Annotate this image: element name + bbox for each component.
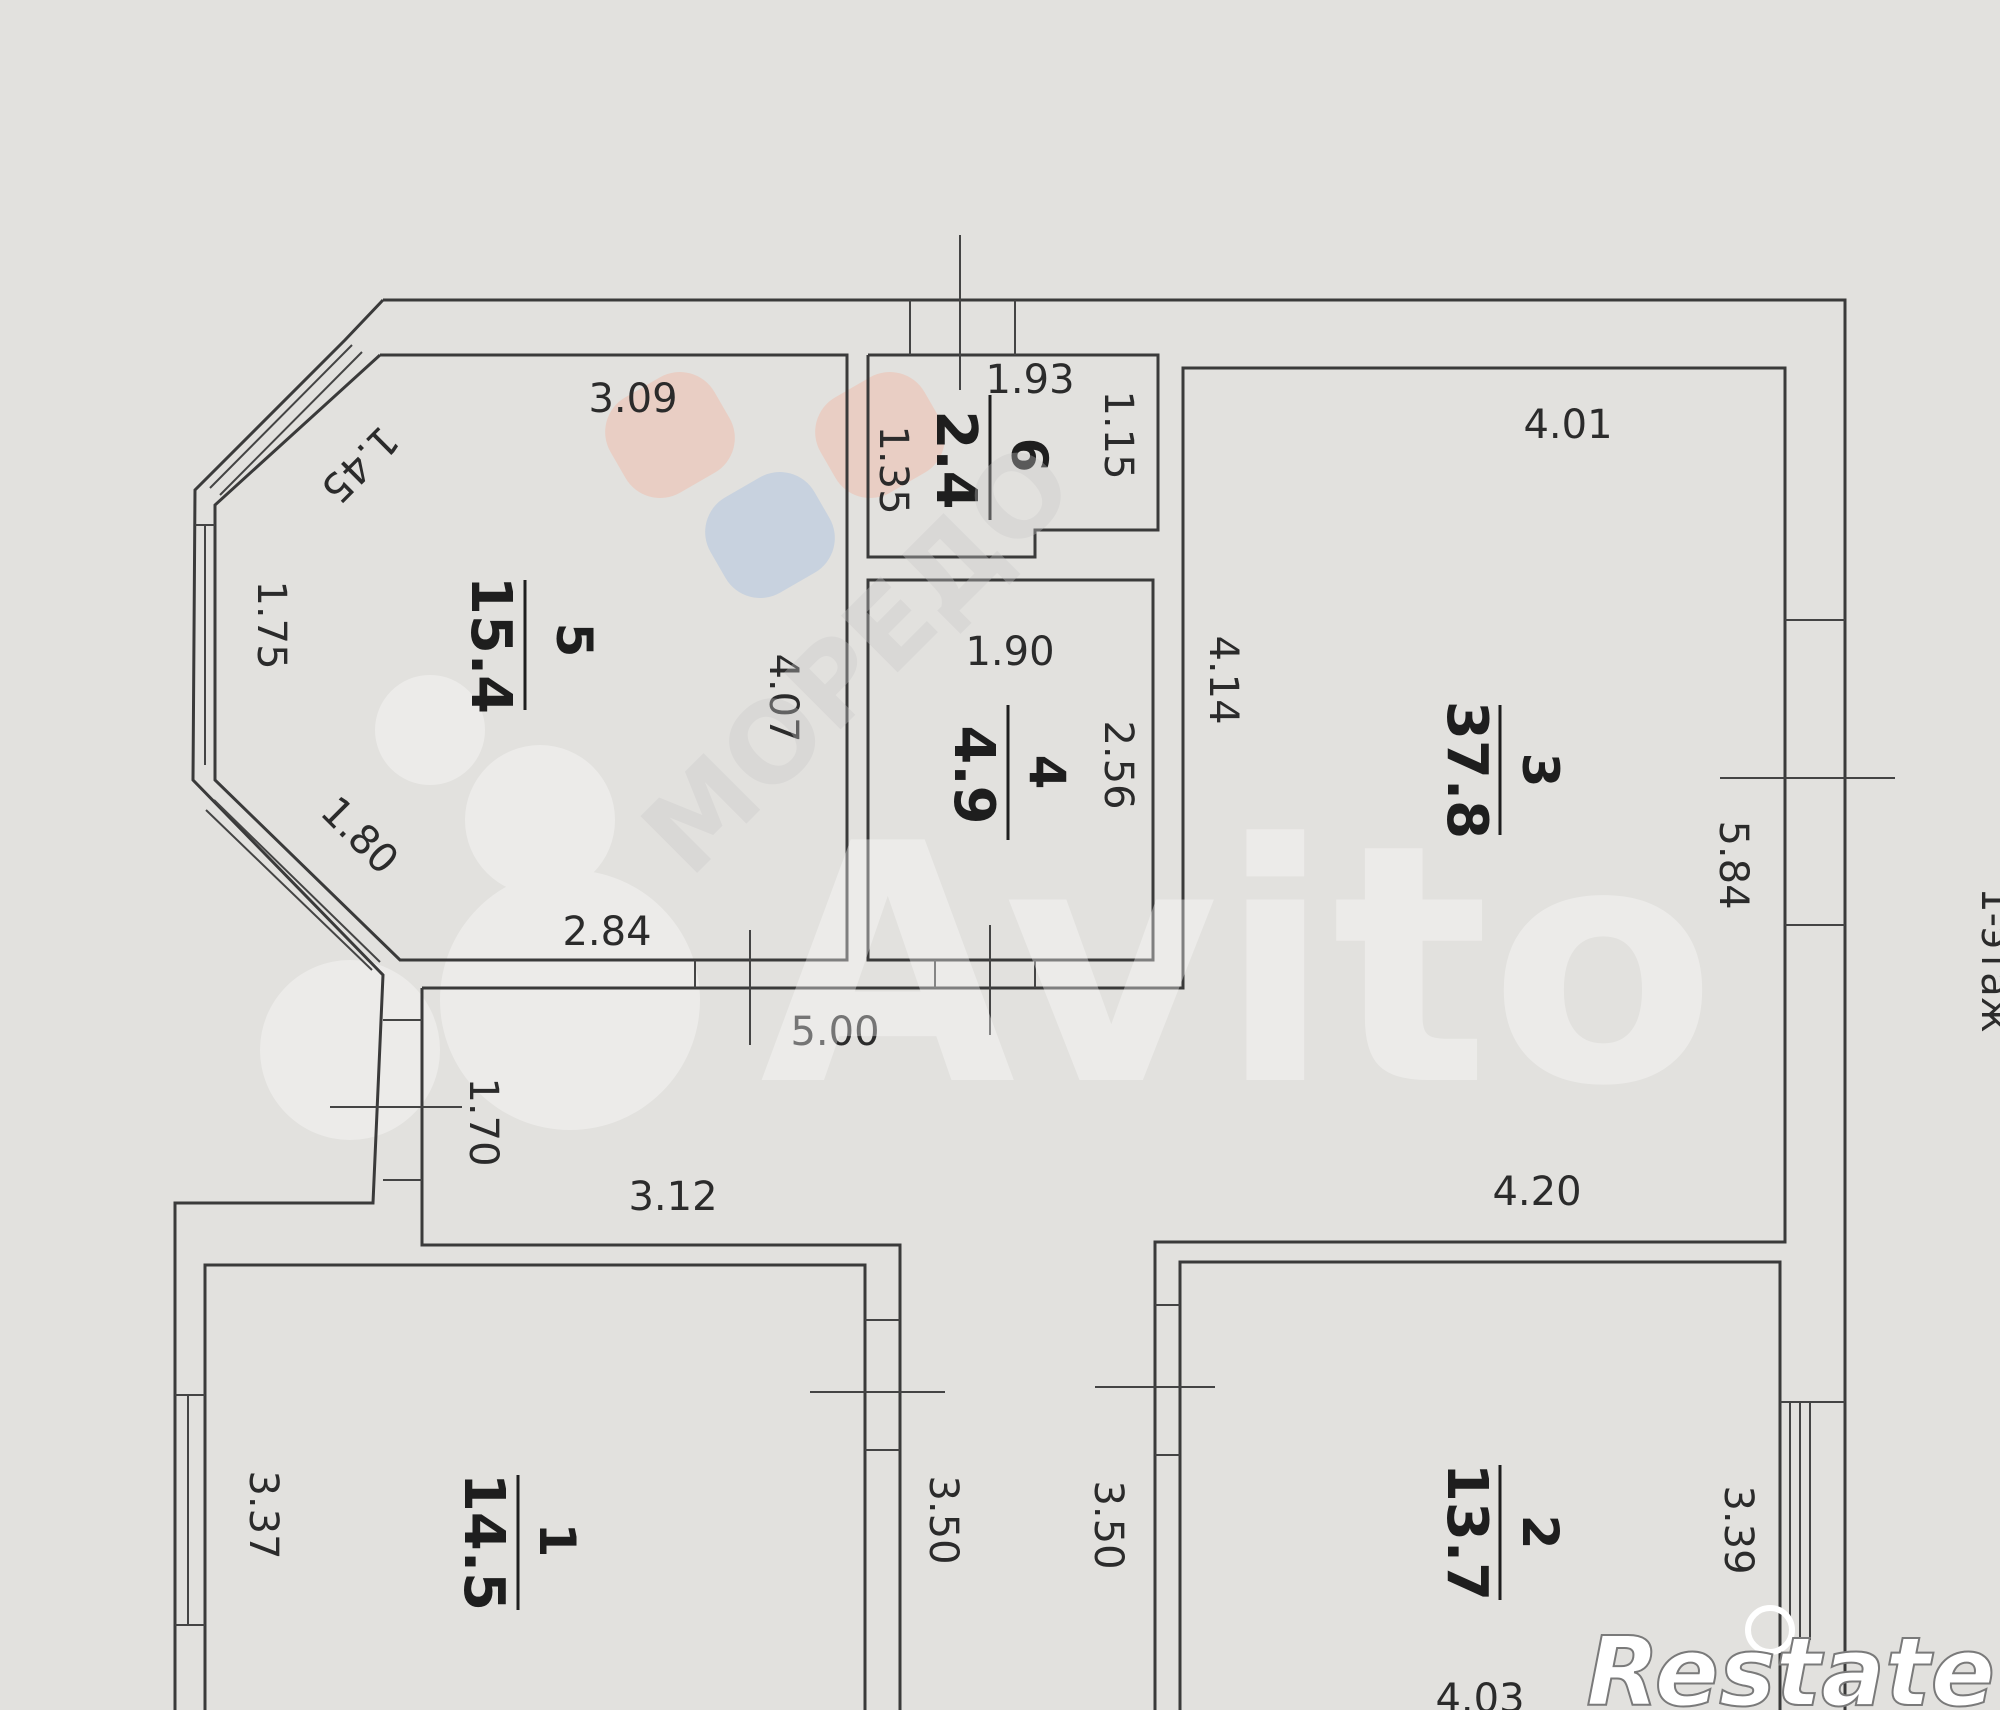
dim-r1-left: 3.37 [240,1470,286,1559]
room-2-window [1155,1304,1845,1640]
room-area: 15.4 [458,576,523,714]
outer-wall [383,298,1847,1710]
room-4-walls [866,578,1155,962]
dim-r2-bottom: 4.03 [1435,1676,1524,1710]
room-number: 6 [1000,438,1058,473]
dimension-labels: 3.09 1.45 1.75 4.07 1.80 2.84 1.93 1.35 … [240,357,1761,1710]
room-1-label: 1 14.5 [451,1473,586,1611]
room-5-walls [213,353,849,962]
room-number: 2 [1511,1515,1569,1550]
room-5-label: 5 15.4 [458,576,603,714]
room-number: 5 [545,623,603,658]
area-fraction-bars [516,395,1502,1610]
dim-hall-left: 4.14 [1200,635,1246,724]
room-1-walls [203,1263,867,1710]
avito-watermark: Avito [760,774,1716,1158]
room-2-walls [1178,1260,1782,1710]
dim-hall-small: 1.70 [460,1077,506,1166]
room-area: 13.7 [1434,1463,1499,1601]
dim-r5-right: 4.07 [760,653,806,742]
dim-r4-right: 2.56 [1095,720,1141,809]
dim-r5-bottom: 2.84 [562,909,651,955]
hallway-walls [422,366,1787,1710]
dim-r4-top: 1.90 [965,629,1054,675]
dim-r5-top: 3.09 [588,376,677,422]
dim-r5-diag-bottom: 1.80 [311,788,407,884]
hallway-walls-left [420,988,902,1710]
dim-r3-bottom: 4.20 [1492,1169,1581,1215]
room-3-window [1785,619,1845,926]
room-3-label: 3 37.8 [1434,701,1569,839]
room-6-label: 6 2.4 [923,410,1058,509]
dim-r2-right: 3.39 [1715,1485,1761,1574]
floor-side-note: 1-этаж [1972,887,2000,1033]
door-openings [383,960,1036,1181]
room-2-label: 2 13.7 [1434,1463,1569,1601]
section-lines [330,235,1895,1393]
dim-hall-top: 5.00 [790,1009,879,1055]
dim-r1-right: 3.50 [920,1475,966,1564]
outer-wall-bay [173,298,385,1710]
room-number: 1 [528,1523,586,1558]
dim-r3-top: 4.01 [1523,402,1612,448]
dim-r2-left: 3.50 [1085,1480,1131,1569]
room-6-walls [866,353,1160,559]
dim-r3-right: 5.84 [1710,820,1756,909]
restate-logo: Restate [1585,1605,1996,1710]
room-area: 14.5 [451,1473,516,1611]
room-area: 2.4 [923,410,988,509]
dim-hall-bottom: 3.12 [628,1174,717,1220]
dim-r6-left: 1.35 [870,425,916,514]
room-number: 3 [1511,753,1569,788]
room-1-window [175,1319,900,1626]
avito-logo-circles [260,675,700,1140]
dim-r5-diag-top: 1.45 [311,416,407,512]
room-4-label: 4 4.9 [941,725,1076,824]
restate-watermark: Restate [1586,1618,1995,1710]
room-area: 37.8 [1434,701,1499,839]
bay-window [195,344,381,971]
dim-r6-top: 1.93 [985,357,1074,403]
dim-r5-left: 1.75 [248,580,294,669]
dim-r6-right: 1.15 [1095,390,1141,479]
room-area: 4.9 [941,725,1006,824]
restate-logo-icon [1745,1605,1795,1655]
room-number: 4 [1018,755,1076,790]
